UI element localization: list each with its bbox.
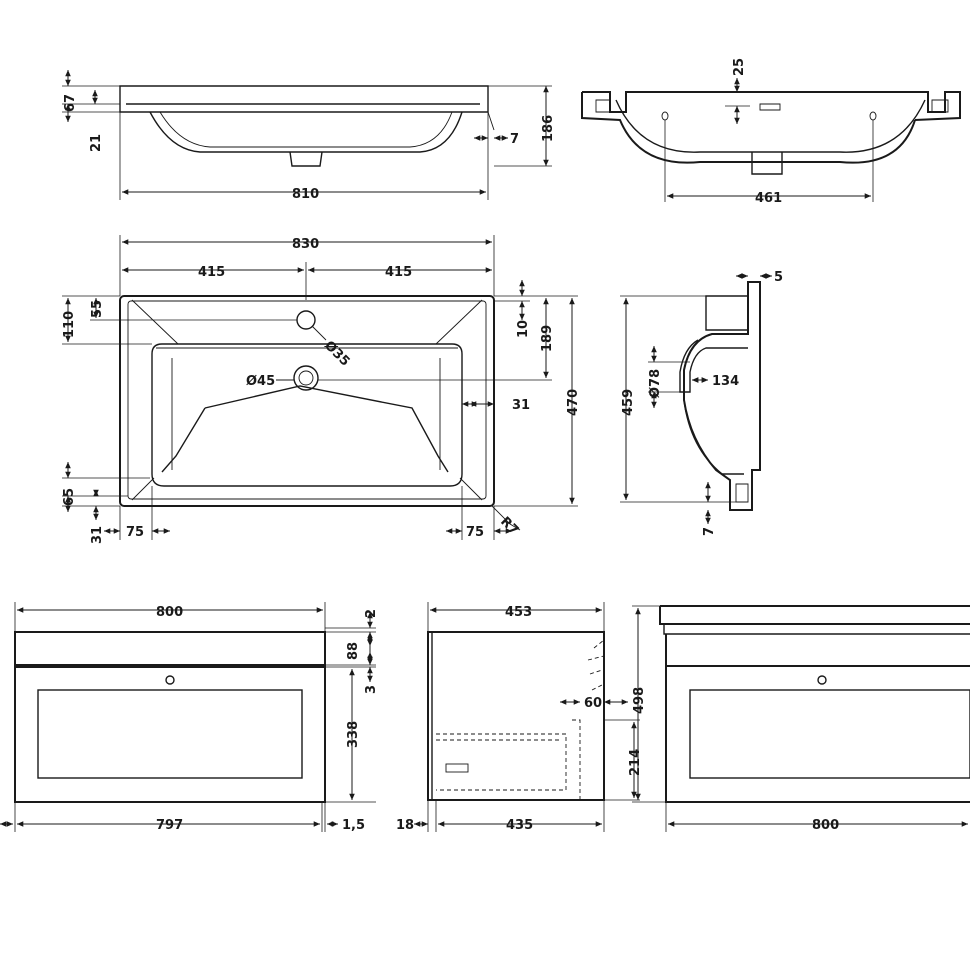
dim-459: 459 <box>621 389 636 416</box>
basin-side-view: 67 21 186 7 810 <box>62 70 556 202</box>
dim-width-810: 810 <box>292 187 319 202</box>
dim-18: 18 <box>396 818 414 833</box>
dim-88: 88 <box>346 642 361 660</box>
dim-78: Ø78 <box>648 369 663 398</box>
dim-461: 461 <box>755 191 782 206</box>
unit-side-view: 453 60 214 18 435 <box>396 602 643 833</box>
dim-height-67: 67 <box>63 94 78 112</box>
dim-189: 189 <box>540 325 555 352</box>
dim-797: 797 <box>156 818 183 833</box>
dim-60: 60 <box>584 696 602 711</box>
dim-415-right: 415 <box>385 265 412 280</box>
dim-31-right: 31 <box>512 398 530 413</box>
dim-depth-186: 186 <box>541 115 556 142</box>
dim-470: 470 <box>566 389 581 416</box>
dim-415-left: 415 <box>198 265 225 280</box>
dim-214: 214 <box>628 749 643 776</box>
dim-5: 5 <box>774 270 783 285</box>
dim-498: 498 <box>632 687 647 714</box>
dim-31-bottom: 31 <box>90 526 105 544</box>
dim-7: 7 <box>702 527 717 536</box>
dim-2: 2 <box>364 609 379 618</box>
dim-65: 65 <box>62 488 77 506</box>
dim-338: 338 <box>346 721 361 748</box>
dim-75-right: 75 <box>466 525 484 540</box>
dim-1-5: 1,5 <box>342 818 365 833</box>
dim-435: 435 <box>506 818 533 833</box>
waste-dia: Ø45 <box>246 374 275 389</box>
basin-profile-view: 5 459 Ø78 134 7 <box>620 270 783 536</box>
dim-height-21: 21 <box>89 134 104 152</box>
tap-hole-dia: Ø35 <box>321 338 352 369</box>
dim-75-left: 75 <box>126 525 144 540</box>
corner-radius: R7 <box>497 514 521 538</box>
dim-10: 10 <box>516 320 531 338</box>
dim-134: 134 <box>712 374 739 389</box>
dim-55: 55 <box>90 300 105 318</box>
dim-offset-7: 7 <box>510 132 519 147</box>
basin-section-view: 25 461 <box>581 58 961 206</box>
basin-plan-view: 830 415 415 110 55 10 189 470 31 Ø35 Ø45… <box>62 235 581 544</box>
dim-25: 25 <box>732 58 747 76</box>
dim-3: 3 <box>364 685 379 694</box>
dim-800: 800 <box>812 818 839 833</box>
unit-assembled-view: 498 800 <box>632 605 970 833</box>
dim-800-top: 800 <box>156 605 183 620</box>
dim-830: 830 <box>292 237 319 252</box>
dim-453: 453 <box>505 605 532 620</box>
unit-front-view: 800 2 88 3 338 797 1,5 <box>0 602 379 833</box>
dim-110: 110 <box>62 311 77 338</box>
